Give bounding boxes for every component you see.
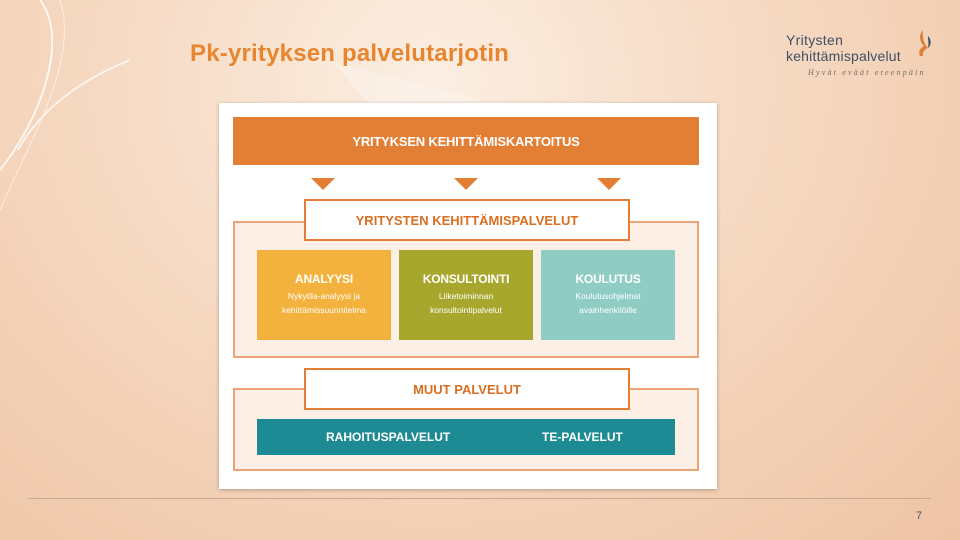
- logo-tagline: Hyvät eväät eteenpäin: [808, 68, 926, 77]
- bottom-bar: RAHOITUSPALVELUT TE-PALVELUT: [257, 419, 675, 455]
- page-number: 7: [916, 510, 923, 522]
- logo-text-line1: Yritysten: [786, 32, 844, 48]
- service-desc-line2: avainhenkilöille: [579, 305, 637, 315]
- service-desc-line2: konsultointipalvelut: [430, 305, 502, 315]
- arrow-down-icon: [597, 178, 621, 190]
- arrow-down-icon: [454, 178, 478, 190]
- service-head: KONSULTOINTI: [422, 272, 510, 286]
- service-head: KOULUTUS: [575, 272, 641, 286]
- footer-divider: [28, 498, 931, 499]
- other-label: MUUT PALVELUT: [304, 368, 630, 410]
- service-box-analyysi: ANALYYSI Nykytila-analyysi ja kehittämis…: [257, 250, 391, 340]
- rahoituspalvelut-label: RAHOITUSPALVELUT: [326, 430, 451, 444]
- company-logo: Yritysten kehittämispalvelut Hyvät eväät…: [786, 30, 936, 80]
- service-head: ANALYYSI: [295, 272, 353, 286]
- service-desc-line1: Koulutusohjelmat: [575, 291, 641, 301]
- service-box-konsultointi: KONSULTOINTI Liiketoiminnan konsultointi…: [399, 250, 533, 340]
- service-desc-line1: Liiketoiminnan: [438, 291, 494, 301]
- service-desc-line2: kehittämissuunnitelma: [281, 305, 367, 315]
- service-desc-line1: Nykytila-analyysi ja: [287, 291, 361, 301]
- logo-text-line2: kehittämispalvelut: [786, 48, 901, 64]
- slide-title: Pk-yrityksen palvelutarjotin: [190, 40, 510, 67]
- top-bar-kartoitus: YRITYKSEN KEHITTÄMISKARTOITUS: [233, 117, 699, 165]
- middle-label: YRITYSTEN KEHITTÄMISPALVELUT: [304, 199, 630, 241]
- te-palvelut-label: TE-PALVELUT: [542, 430, 623, 444]
- service-diagram: YRITYKSEN KEHITTÄMISKARTOITUS YRITYSTEN …: [219, 103, 717, 489]
- service-box-koulutus: KOULUTUS Koulutusohjelmat avainhenkilöil…: [541, 250, 675, 340]
- flame-logo-icon: [919, 30, 931, 56]
- arrow-down-icon: [311, 178, 335, 190]
